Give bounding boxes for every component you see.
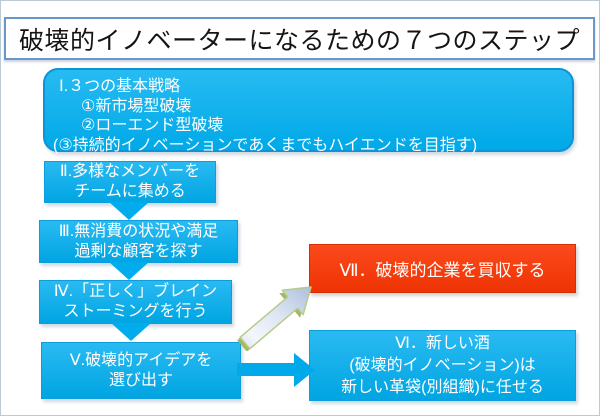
down-arrow-icon <box>109 202 149 220</box>
step3-line1: Ⅲ.無消費の状況や満足 <box>58 222 219 240</box>
step5-box: Ⅴ.破壊的アイデアを 選び出す <box>41 342 241 399</box>
slide-title: 破壊的イノベーターになるための７つのステップ <box>4 17 595 60</box>
step2-box: Ⅱ.多様なメンバーを チームに集める <box>44 161 216 203</box>
step1-box: Ⅰ.３つの基本戦略 ①新市場型破壊 ②ローエンド型破壊 (③持続的イノベーション… <box>43 68 574 154</box>
step1-line3: ②ローエンド型破壊 <box>81 117 224 134</box>
step5-line1: Ⅴ.破壊的アイデアを <box>69 351 213 369</box>
slide-title-text: 破壊的イノベーターになるための７つのステップ <box>18 26 580 55</box>
step2-line1: Ⅱ.多様なメンバーを <box>59 163 201 180</box>
step7-line1: Ⅶ．破壊的企業を買収する <box>339 261 546 280</box>
down-arrow-icon <box>109 262 149 280</box>
step2-line2: チームに集める <box>74 183 186 200</box>
diagonal-up-arrow-icon <box>237 286 312 351</box>
step6-line3: 新しい革袋(別組織)に任せる <box>341 378 544 396</box>
step3-box: Ⅲ.無消費の状況や満足 過剰な顧客を探す <box>39 220 238 263</box>
step3-line2: 過剰な顧客を探す <box>74 242 203 260</box>
step5-line2: 選び出す <box>108 371 173 389</box>
step1-line2: ①新市場型破壊 <box>81 97 192 115</box>
step1-line1: Ⅰ.３つの基本戦略 <box>59 78 181 95</box>
step4-box: Ⅳ.「正しく」ブレイン ストーミングを行う <box>39 280 232 324</box>
step7-acquire-box: Ⅶ．破壊的企業を買収する <box>309 244 576 293</box>
step1-line4: (③持続的イノベーションであくまでもハイエンドを目指す) <box>53 136 478 154</box>
step6-box: Ⅵ．新しい酒 (破壊的イノベーション)は 新しい革袋(別組織)に任せる <box>309 330 576 401</box>
right-arrow-icon <box>237 353 315 387</box>
down-arrow-icon <box>111 323 151 341</box>
step4-line2: ストーミングを行う <box>63 303 208 320</box>
step4-line1: Ⅳ.「正しく」ブレイン <box>53 283 218 300</box>
step6-line1: Ⅵ．新しい酒 <box>395 334 490 352</box>
step6-line2: (破壊的イノベーション)は <box>349 356 536 374</box>
